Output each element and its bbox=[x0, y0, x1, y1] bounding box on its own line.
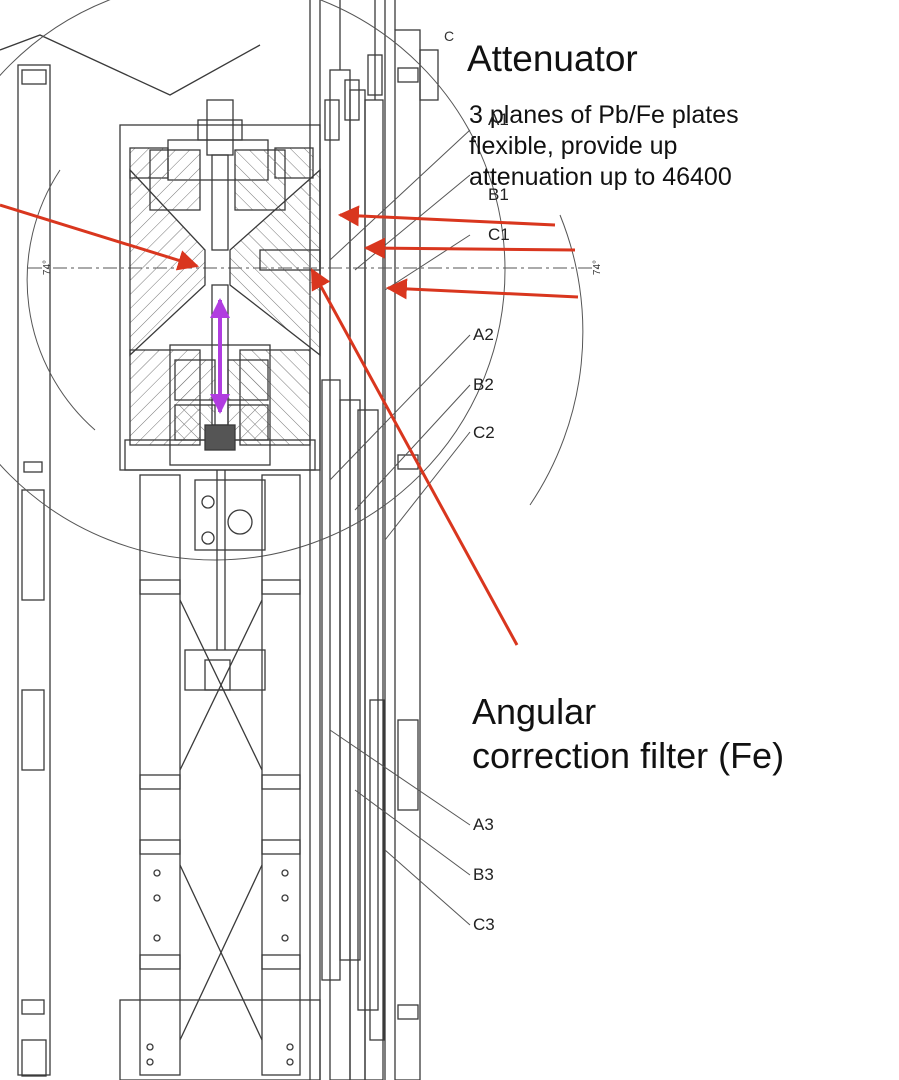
section-mark: C bbox=[444, 28, 455, 44]
label-a1: A1 bbox=[488, 110, 509, 129]
label-a3: A3 bbox=[473, 815, 494, 834]
callout-arrows bbox=[0, 203, 579, 646]
label-a2: A2 bbox=[473, 325, 494, 344]
attenuator-title: Attenuator bbox=[467, 38, 638, 79]
arrow-attenuator-plane-b bbox=[363, 237, 576, 259]
attenuator-description: 3 planes of Pb/Fe plates flexible, provi… bbox=[469, 100, 739, 193]
attenuator-line-1: 3 planes of Pb/Fe plates bbox=[469, 101, 739, 129]
angular-filter-title: Angular correction filter (Fe) bbox=[472, 690, 784, 778]
label-c1: C1 bbox=[488, 225, 510, 244]
angle-label-left: 74° bbox=[42, 259, 54, 276]
part-leaders bbox=[329, 129, 471, 926]
arrow-attenuator-plane-a bbox=[337, 205, 556, 227]
label-b1: B1 bbox=[488, 185, 509, 204]
support-structure bbox=[119, 470, 321, 1080]
arrow-left-target bbox=[0, 203, 200, 271]
attenuator-line-3: attenuation up to 46400 bbox=[469, 163, 732, 191]
angular-filter-line-1: Angular bbox=[472, 691, 597, 732]
arrow-angular-filter bbox=[310, 268, 519, 646]
detector-housing bbox=[119, 99, 321, 471]
frame-outline bbox=[0, 0, 439, 1080]
arrow-attenuator-plane-c bbox=[385, 278, 579, 300]
angle-label-right: 74° bbox=[592, 259, 604, 276]
attenuator-line-2: flexible, provide up bbox=[469, 132, 678, 160]
label-b3: B3 bbox=[473, 865, 494, 884]
label-c2: C2 bbox=[473, 423, 495, 442]
label-b2: B2 bbox=[473, 375, 494, 394]
label-c3: C3 bbox=[473, 915, 495, 934]
angular-filter-line-2: correction filter (Fe) bbox=[472, 735, 785, 776]
